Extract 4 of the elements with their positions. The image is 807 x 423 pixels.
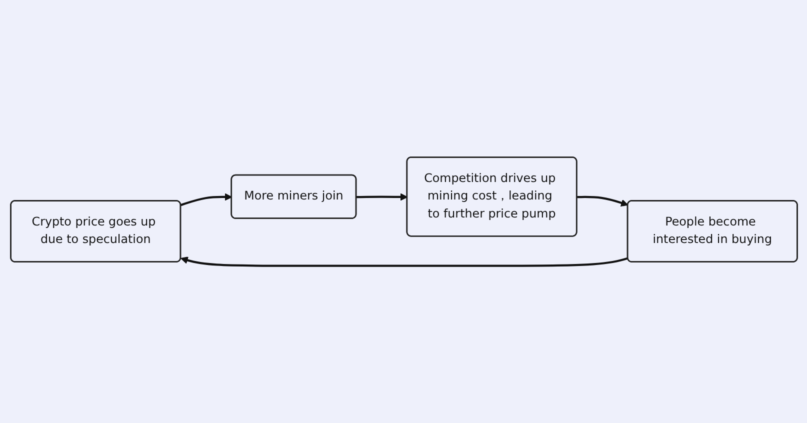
- arrow: [356, 193, 408, 201]
- arrow: [180, 256, 628, 267]
- arrow: [576, 196, 628, 207]
- arrow: [180, 193, 232, 206]
